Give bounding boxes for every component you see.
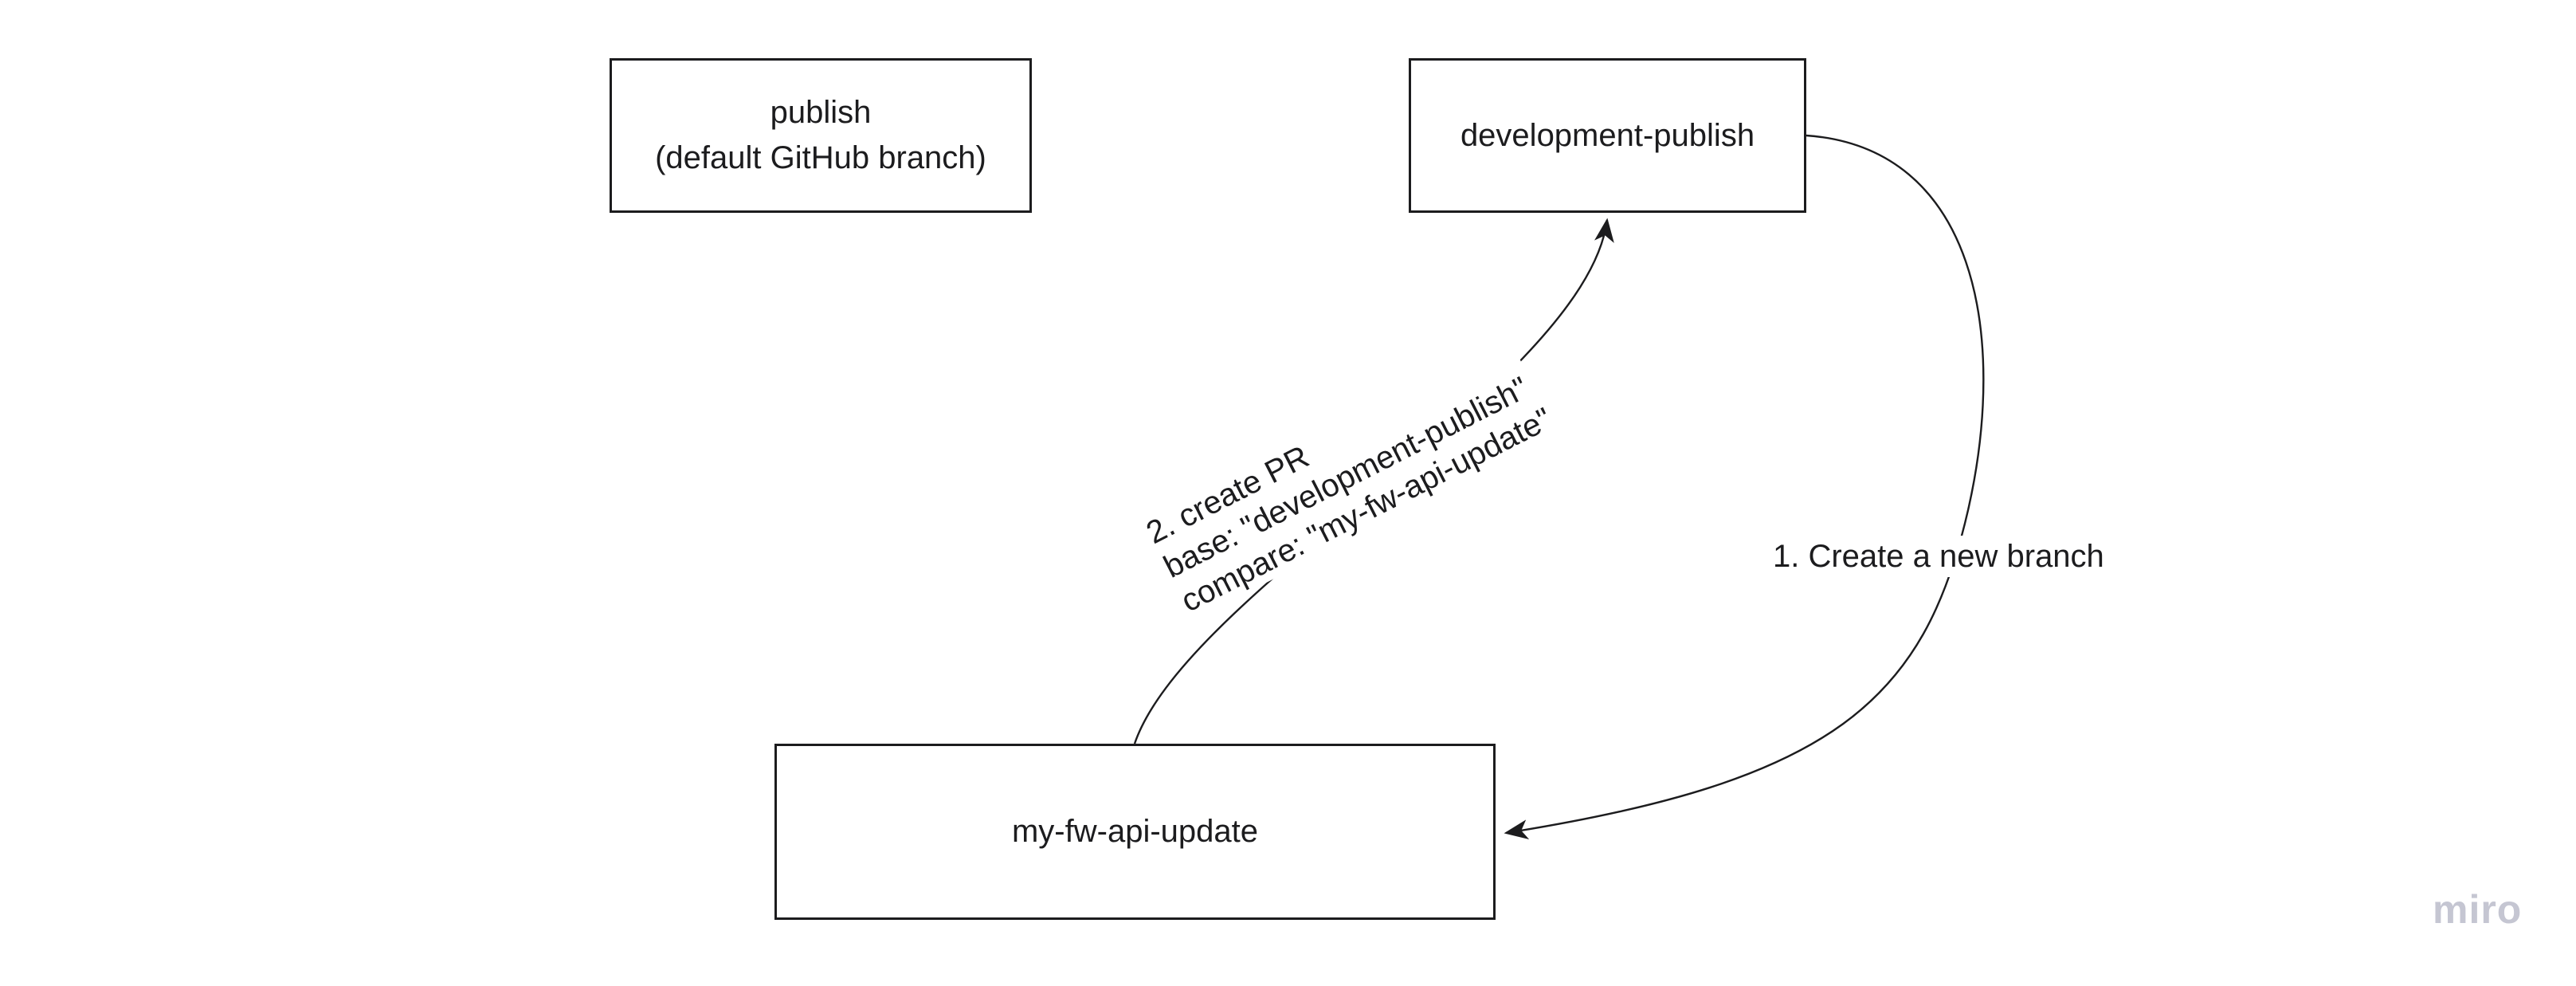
connector-label-create-new-branch[interactable]: 1. Create a new branch (1766, 536, 2111, 577)
node-my-fw-api-update[interactable]: my-fw-api-update (774, 744, 1496, 920)
node-my-fw-api-update-label: my-fw-api-update (1011, 814, 1258, 849)
node-publish-label-line1: publish (770, 95, 872, 130)
node-publish-label-line2: (default GitHub branch) (655, 140, 986, 175)
node-development-publish[interactable]: development-publish (1409, 58, 1806, 213)
node-development-publish-label: development-publish (1460, 117, 1755, 153)
miro-watermark: miro (2433, 887, 2523, 932)
node-publish[interactable]: publish (default GitHub branch) (610, 58, 1032, 213)
connector-create-new-branch[interactable] (1504, 134, 1985, 840)
